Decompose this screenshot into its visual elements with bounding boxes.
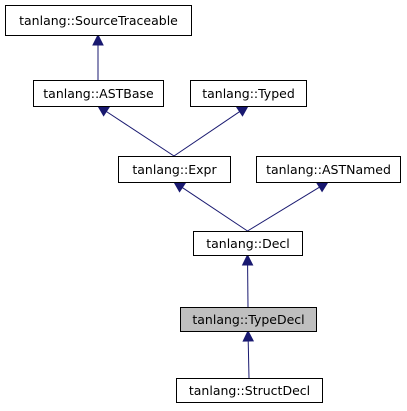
- class-node-source-traceable[interactable]: tanlang::SourceTraceable: [5, 5, 192, 36]
- class-label: tanlang::Decl: [206, 236, 290, 251]
- class-node-expr[interactable]: tanlang::Expr: [118, 156, 231, 183]
- class-label: tanlang::ASTBase: [43, 86, 154, 101]
- arrowhead-icon: [92, 33, 104, 46]
- class-label: tanlang::ASTNamed: [266, 162, 391, 177]
- class-box[interactable]: [193, 231, 303, 256]
- class-label: tanlang::Expr: [132, 162, 217, 177]
- edge-line: [173, 111, 240, 157]
- class-label: tanlang::Typed: [202, 86, 295, 101]
- class-box[interactable]: [118, 156, 231, 183]
- arrowhead-icon: [316, 181, 329, 193]
- class-box[interactable]: [190, 80, 307, 107]
- arrowhead-icon: [242, 329, 255, 342]
- edge-expr-to-typed: [173, 105, 249, 157]
- edge-expr-to-ast_base: [97, 105, 175, 157]
- arrowhead-icon: [173, 181, 186, 193]
- class-box[interactable]: [33, 80, 164, 107]
- edge-line: [182, 187, 248, 232]
- edge-decl-to-expr: [173, 181, 248, 232]
- class-box[interactable]: [180, 307, 317, 332]
- class-label: tanlang::TypeDecl: [192, 312, 304, 327]
- arrowhead-icon: [241, 253, 254, 266]
- arrowhead-icon: [236, 105, 249, 117]
- edge-ast_base-to-source_traceable: [92, 33, 104, 80]
- class-box[interactable]: [256, 156, 401, 183]
- class-node-struct-decl[interactable]: tanlang::StructDecl: [176, 378, 323, 403]
- nodes-layer: tanlang::SourceTraceabletanlang::ASTBase…: [5, 5, 401, 403]
- arrowhead-icon: [97, 105, 110, 117]
- edge-type_decl-to-decl: [241, 253, 254, 308]
- class-box[interactable]: [5, 5, 192, 36]
- class-box[interactable]: [176, 378, 323, 403]
- class-label: tanlang::SourceTraceable: [19, 13, 178, 28]
- edge-decl-to-ast_named: [247, 181, 329, 232]
- edge-line: [106, 111, 175, 157]
- class-label: tanlang::StructDecl: [189, 383, 310, 398]
- edge-struct_decl-to-type_decl: [242, 329, 255, 379]
- edge-line: [247, 340, 250, 379]
- class-node-typed[interactable]: tanlang::Typed: [190, 80, 307, 107]
- class-node-ast-base[interactable]: tanlang::ASTBase: [33, 80, 164, 107]
- class-node-type-decl[interactable]: tanlang::TypeDecl: [180, 307, 317, 332]
- class-node-decl[interactable]: tanlang::Decl: [193, 231, 303, 256]
- class-node-ast-named[interactable]: tanlang::ASTNamed: [256, 156, 401, 183]
- edge-line: [247, 186, 320, 232]
